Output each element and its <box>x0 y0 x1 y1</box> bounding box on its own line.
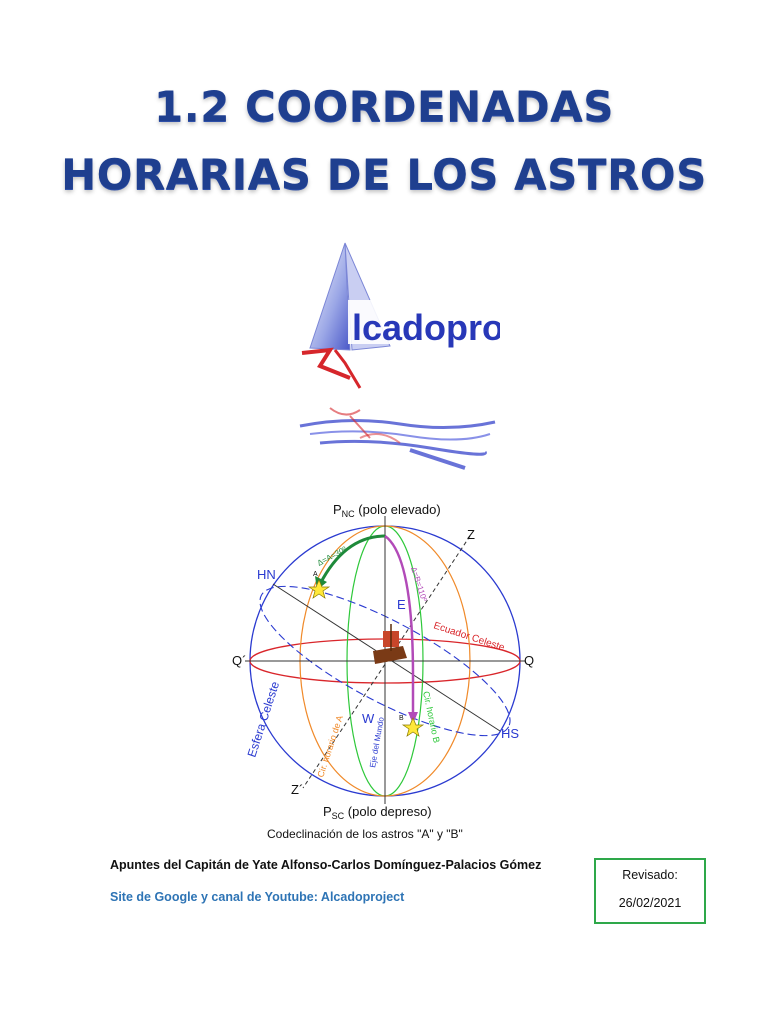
author-line: Apuntes del Capitán de Yate Alfonso-Carl… <box>110 858 542 872</box>
logo-text: lcadoproject <box>352 307 500 348</box>
east-label: E <box>397 597 406 612</box>
hn-label: HN <box>257 567 276 582</box>
alcadoproject-logo: lcadoproject <box>299 242 500 470</box>
delta-b-label: Δ=B=110º <box>409 566 429 603</box>
star-a-label: A <box>313 571 318 578</box>
q-label: Q <box>524 653 534 668</box>
nadir-label: Z´ <box>291 782 303 797</box>
celestial-sphere-diagram: PNC (polo elevado) PSC (polo depreso) Z … <box>232 502 534 841</box>
revision-box: Revisado: 26/02/2021 <box>594 858 706 924</box>
zenith-label: Z <box>467 527 475 542</box>
title-line-2: HORARIAS DE LOS ASTROS <box>61 150 707 199</box>
revision-date: 26/02/2021 <box>618 896 682 910</box>
west-label: W <box>362 711 375 726</box>
esfera-label: Esfera Celeste <box>245 679 283 758</box>
pnc-label: PNC (polo elevado) <box>333 502 441 519</box>
revision-label: Revisado: <box>622 868 678 882</box>
logo-reflection <box>299 407 496 470</box>
ship-icon <box>373 624 407 664</box>
title-line-1: 1.2 COORDENADAS <box>154 82 614 131</box>
q-prime-label: Q´ <box>232 653 246 668</box>
star-b-label: B <box>399 715 404 722</box>
site-link[interactable]: Site de Google y canal de Youtube: Alcad… <box>110 890 405 904</box>
cir-b-label: Cir. horario B <box>421 690 442 743</box>
psc-label: PSC (polo depreso) <box>323 804 432 821</box>
hs-label: HS <box>501 726 519 741</box>
diagram-caption: Codeclinación de los astros "A" y "B" <box>267 827 463 841</box>
